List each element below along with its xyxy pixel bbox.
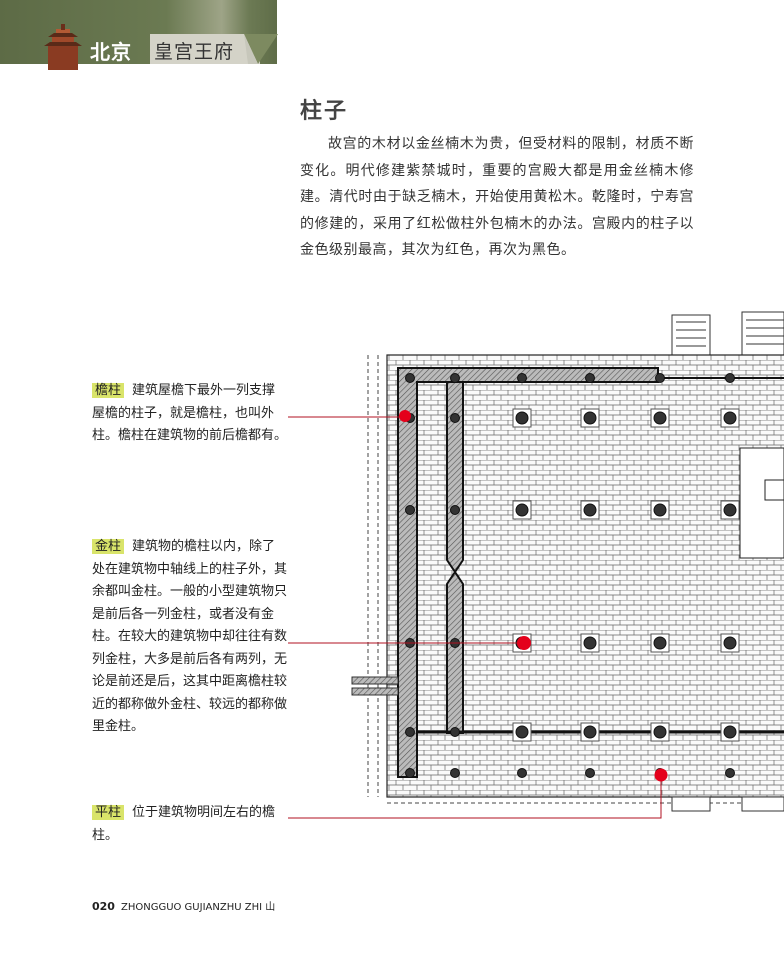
note-text: 建筑物的檐柱以内，除了处在建筑物中轴线上的柱子外，其余都叫金柱。一般的小型建筑物… [92,539,288,734]
column-symbol [450,768,460,778]
column-symbol [725,768,735,778]
column-symbol [450,373,460,383]
article-title: 柱子 [300,99,349,124]
column-symbol [405,727,415,737]
stairs-bottom [671,796,784,812]
column-symbol [723,636,737,650]
note-term: 平柱 [92,805,125,820]
note-flat-column: 平柱位于建筑物明间左右的檐柱。 [92,802,288,847]
eave-column-marker [399,410,411,422]
note-gold-column: 金柱建筑物的檐柱以内，除了处在建筑物中轴线上的柱子外，其余都叫金柱。一般的小型建… [92,536,288,739]
page-fold-icon [244,34,278,64]
column-symbol [450,505,460,515]
column-symbol [583,411,597,425]
dimension-lines [367,355,784,804]
section-tag-box [150,34,260,64]
column-symbol [653,725,667,739]
column-symbol [515,411,529,425]
column-symbol [583,503,597,517]
columns [405,373,740,778]
column-symbol [653,503,667,517]
stairs-top [671,311,784,356]
header-city: 北京 [90,40,132,64]
note-term: 檐柱 [92,383,125,398]
leader-lines [288,416,662,819]
article-body: 故宫的木材以金丝楠木为贵，但受材料的限制，材质不断变化。明代修建紫禁城时，重要的… [300,136,694,258]
steps-left [351,676,399,696]
column-symbol [583,725,597,739]
column-symbol [405,505,415,515]
column-symbol [583,636,597,650]
column-symbol [653,411,667,425]
column-symbol [517,768,527,778]
page-footer: 020 ZHONGGUO GUJIANZHU ZHI 山 [92,898,275,913]
column-symbol [450,413,460,423]
note-text: 建筑屋檐下最外一列支撑屋檐的柱子，就是檐柱，也叫外柱。檐柱在建筑物的前后檐都有。 [92,383,288,443]
column-symbol [585,373,595,383]
column-symbol [405,373,415,383]
column-symbol [517,373,527,383]
column-symbol [515,725,529,739]
throne-area [739,447,784,559]
column-symbol [585,768,595,778]
header-section: 皇宫王府 [154,41,235,63]
column-symbol [723,725,737,739]
column-symbol [725,373,735,383]
note-text: 位于建筑物明间左右的檐柱。 [92,805,276,843]
column-symbol [515,503,529,517]
series-title: ZHONGGUO GUJIANZHU ZHI 山 [120,902,276,913]
note-term: 金柱 [92,539,125,554]
gold-column-marker [517,636,531,650]
page-number: 020 [92,900,115,913]
column-symbol [655,373,665,383]
column-symbol [723,503,737,517]
column-symbol [450,727,460,737]
note-eave-column: 檐柱建筑屋檐下最外一列支撑屋檐的柱子，就是檐柱，也叫外柱。檐柱在建筑物的前后檐都… [92,380,288,448]
flat-column-marker [654,768,668,782]
column-symbol [653,636,667,650]
tower-logo-icon [44,24,82,70]
column-symbol [723,411,737,425]
column-symbol [405,768,415,778]
